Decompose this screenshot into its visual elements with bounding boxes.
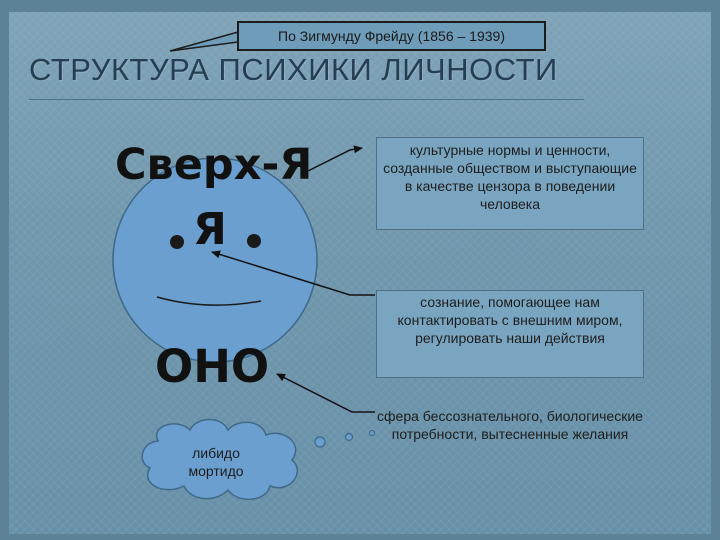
- thought-bubble-dot-large: [314, 436, 326, 448]
- id-label: ОНО: [155, 340, 270, 393]
- arrow-ego: [211, 250, 375, 296]
- thought-bubble-dot-small: [368, 429, 376, 437]
- ego-description: сознание, помогающее нам контактировать …: [376, 290, 644, 378]
- superego-label: Сверх-Я: [115, 140, 313, 190]
- superego-description: культурные нормы и ценности, созданные о…: [376, 137, 644, 230]
- author-credit: По Зигмунду Фрейду (1856 – 1939): [237, 21, 546, 51]
- thought-bubble-dot-medium: [344, 432, 354, 442]
- psyche-circle: [112, 157, 318, 363]
- mouth-line: [156, 296, 262, 306]
- left-eye-dot: [170, 235, 184, 249]
- drive-libido: либидо: [192, 445, 240, 461]
- drives-text: либидо мортидо: [166, 444, 266, 480]
- right-eye-dot: [247, 234, 261, 248]
- arrow-id: [276, 373, 375, 413]
- drive-mortido: мортидо: [188, 463, 244, 479]
- slide-frame-top: [0, 0, 720, 12]
- slide-frame-bottom: [0, 534, 720, 540]
- id-description: сфера бессознательного, биологические по…: [377, 408, 643, 442]
- slide-title: СТРУКТУРА ПСИХИКИ ЛИЧНОСТИ: [29, 52, 558, 87]
- drives-cloud: [141, 418, 298, 500]
- credit-callout-pointer: [169, 31, 239, 52]
- title-underline: [29, 99, 584, 100]
- slide-frame-left: [0, 12, 9, 540]
- arrow-superego: [307, 145, 363, 172]
- slide-frame-right: [711, 12, 720, 540]
- ego-label: Я: [193, 204, 227, 255]
